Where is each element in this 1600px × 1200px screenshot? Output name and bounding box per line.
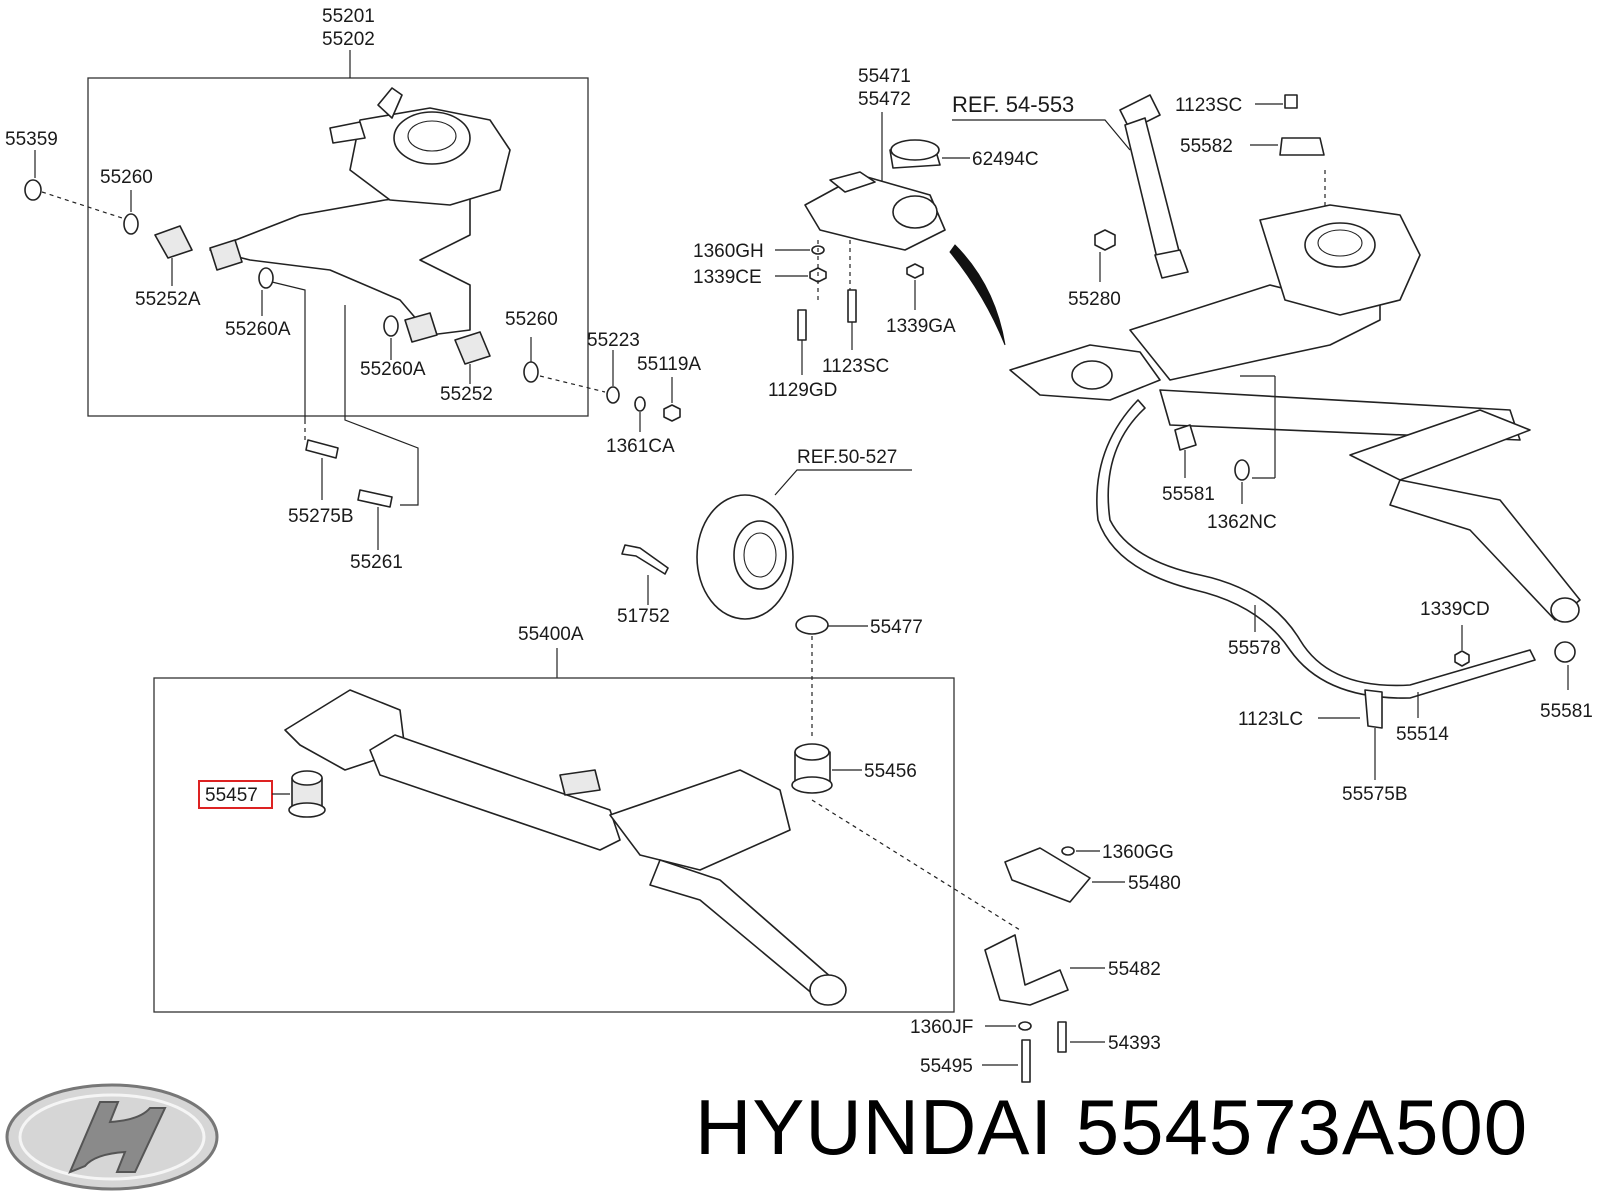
part-55260A-right	[383, 315, 399, 337]
crossmember-drawing	[284, 689, 847, 1006]
label-ref-50-527: REF.50-527	[797, 447, 897, 468]
part-1362NC	[1234, 459, 1250, 481]
label-1123LC: 1123LC	[1238, 709, 1303, 730]
part-1360JF	[1018, 1021, 1032, 1031]
label-55581-upper: 55581	[1162, 484, 1215, 505]
label-55260A-right: 55260A	[360, 359, 426, 380]
label-55260A-left: 55260A	[225, 319, 291, 340]
part-55261	[357, 489, 393, 508]
label-55275B: 55275B	[288, 506, 354, 527]
label-55578: 55578	[1228, 638, 1281, 659]
label-1339GA: 1339GA	[886, 316, 956, 337]
label-1360GG: 1360GG	[1102, 842, 1174, 863]
label-1360GH: 1360GH	[693, 241, 764, 262]
label-ref-54-553: REF. 54-553	[952, 92, 1074, 117]
label-55223: 55223	[587, 330, 640, 351]
label-55119A: 55119A	[637, 354, 701, 375]
label-1360JF: 1360JF	[910, 1017, 973, 1038]
label-55456: 55456	[864, 761, 917, 782]
label-1362NC: 1362NC	[1207, 512, 1277, 533]
part-55260A-left	[258, 267, 274, 289]
label-55260-right: 55260	[505, 309, 558, 330]
label-1129GD: 1129GD	[768, 380, 837, 401]
label-1123SC-top: 1123SC	[1175, 95, 1242, 116]
part-1123SC-mid	[847, 289, 857, 323]
part-55260-right	[523, 361, 539, 383]
label-55472: 55472	[858, 89, 911, 110]
label-55575B: 55575B	[1342, 784, 1408, 805]
part-55359	[24, 179, 42, 201]
part-1123SC-top	[1284, 94, 1298, 109]
control-arm-drawing	[209, 87, 511, 343]
part-1361CA	[634, 396, 646, 412]
part-55280	[1094, 229, 1116, 251]
label-1339CE: 1339CE	[693, 267, 762, 288]
part-1339GA	[906, 263, 924, 279]
part-55119A	[663, 404, 681, 422]
label-1361CA: 1361CA	[606, 436, 675, 457]
hyundai-logo-icon	[5, 1083, 219, 1191]
label-55252: 55252	[440, 384, 493, 405]
part-55495	[1021, 1039, 1031, 1083]
label-55482: 55482	[1108, 959, 1161, 980]
label-55514: 55514	[1396, 724, 1449, 745]
bracket-55471-drawing	[804, 171, 946, 251]
label-55457: 55457	[205, 785, 258, 806]
part-55260-left	[123, 213, 139, 235]
label-55480: 55480	[1128, 873, 1181, 894]
subframe-assembly-drawing	[1009, 204, 1581, 699]
brand-part-number: HYUNDAI 554573A500	[695, 1083, 1529, 1171]
label-55400A: 55400A	[518, 624, 584, 645]
label-55201: 55201	[322, 6, 375, 27]
label-55359: 55359	[5, 129, 58, 150]
label-55582: 55582	[1180, 136, 1233, 157]
label-51752: 51752	[617, 606, 670, 627]
part-55252A	[154, 225, 193, 259]
part-55223	[606, 386, 620, 404]
part-55482	[984, 934, 1069, 1006]
wheel-hub-drawing	[696, 494, 794, 620]
label-62494C: 62494C	[972, 149, 1039, 170]
shock-absorber-drawing	[1119, 94, 1189, 279]
label-55471: 55471	[858, 66, 911, 87]
label-55202: 55202	[322, 29, 375, 50]
part-55575B	[1364, 689, 1383, 729]
label-55477: 55477	[870, 617, 923, 638]
label-55495: 55495	[920, 1056, 973, 1077]
part-55480	[1004, 847, 1091, 903]
crossmember-group-box	[153, 677, 955, 1013]
part-55582	[1279, 137, 1325, 156]
part-51752	[621, 544, 669, 575]
label-1339CD: 1339CD	[1420, 599, 1490, 620]
part-1360GG	[1061, 846, 1075, 856]
label-55581-right: 55581	[1540, 701, 1593, 722]
label-55261: 55261	[350, 552, 403, 573]
label-54393: 54393	[1108, 1033, 1161, 1054]
label-55252A: 55252A	[135, 289, 201, 310]
part-55252	[454, 331, 491, 365]
part-54393	[1057, 1021, 1067, 1053]
part-55477	[795, 615, 829, 635]
arrow-swoosh	[949, 244, 1006, 346]
part-55275B	[305, 439, 339, 459]
label-1123SC-mid: 1123SC	[822, 356, 889, 377]
label-55280: 55280	[1068, 289, 1121, 310]
label-55260-left: 55260	[100, 167, 153, 188]
part-55581-upper	[1174, 424, 1197, 451]
part-1339CD	[1454, 650, 1470, 667]
control-arm-group-box	[87, 77, 589, 417]
part-1129GD	[797, 309, 807, 341]
